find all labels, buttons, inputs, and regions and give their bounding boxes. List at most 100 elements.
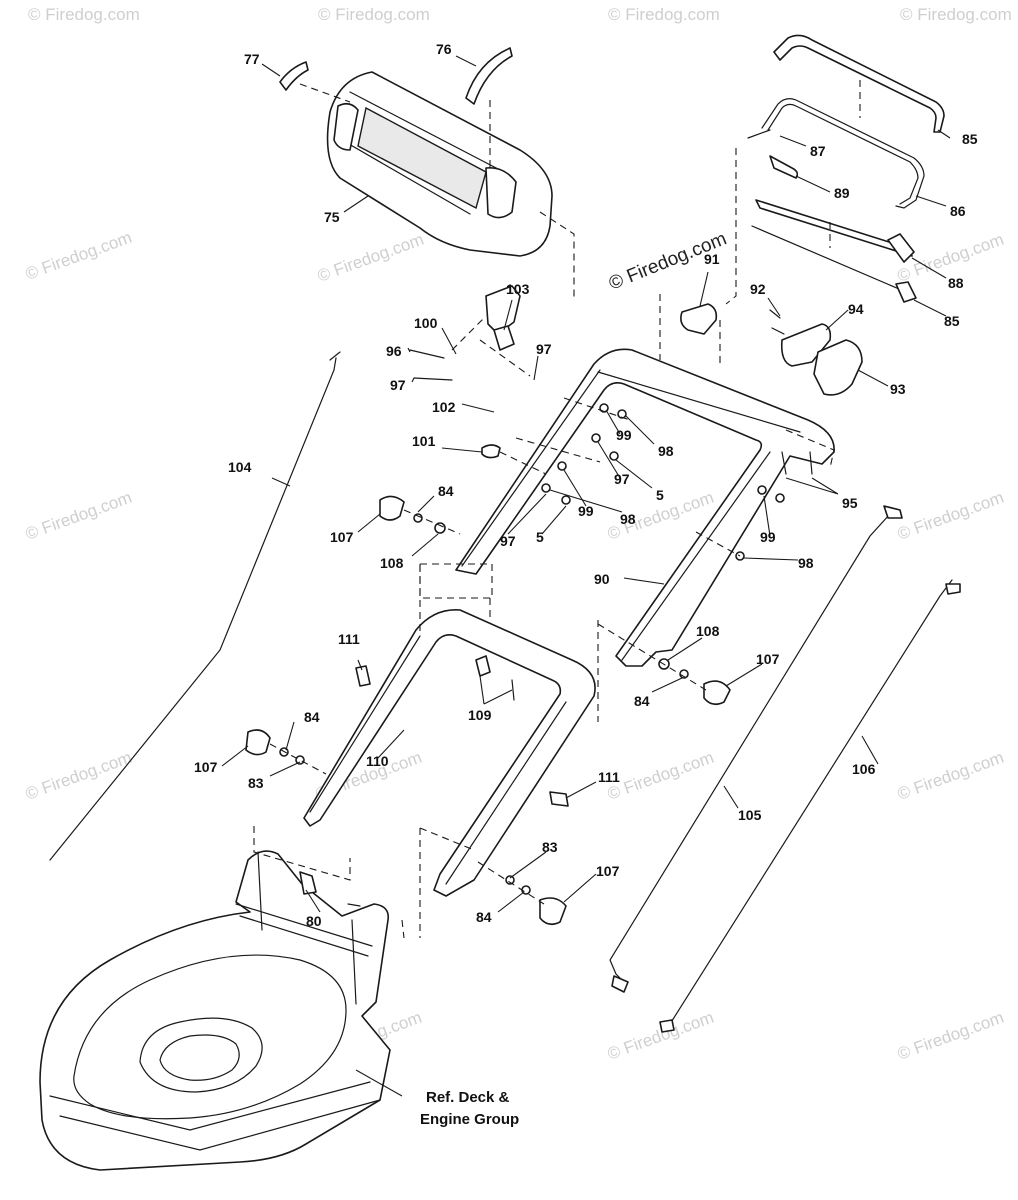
pin-97 (413, 377, 453, 381)
callout-97: 97 (390, 377, 406, 393)
callout-103: 103 (506, 281, 530, 297)
nut-98 (617, 409, 627, 419)
callout-94: 94 (848, 301, 864, 317)
control-cable-104-end (329, 351, 341, 361)
grass-bag-housing-75 (326, 71, 553, 257)
watermark: © Firedog.com (23, 488, 134, 544)
callout-5: 5 (536, 529, 544, 545)
callout-98: 98 (658, 443, 674, 459)
pin-96 (409, 349, 445, 359)
callout-110: 110 (366, 753, 389, 769)
callout-97: 97 (536, 341, 552, 357)
callout-86: 86 (950, 203, 966, 219)
adjuster-111 (549, 791, 569, 807)
clip-76 (465, 47, 513, 105)
callout-83: 83 (542, 839, 558, 855)
callout-80: 80 (306, 913, 322, 929)
bolt-95 (809, 451, 813, 475)
cable-106-end (945, 583, 961, 595)
cable-guide-91 (680, 303, 718, 335)
washer-97 (541, 483, 551, 493)
watermark: © Firedog.com (318, 5, 430, 24)
callout-104: 104 (228, 459, 252, 475)
knob-107 (539, 897, 567, 926)
washer-84 (413, 513, 423, 523)
cable-bar-88 (755, 199, 915, 263)
knob-107 (245, 729, 271, 756)
callout-99: 99 (578, 503, 594, 519)
callout-75: 75 (324, 209, 340, 225)
callout-97: 97 (500, 533, 516, 549)
callout-87: 87 (810, 143, 826, 159)
callout-107: 107 (756, 651, 780, 667)
pin-87 (747, 129, 771, 139)
adjuster-111 (355, 665, 371, 687)
callout-95: 95 (842, 495, 858, 511)
rod-85 (751, 225, 907, 293)
switch-box-93 (813, 339, 863, 396)
cable-106 (669, 579, 953, 1025)
clip-77 (279, 61, 309, 91)
watermark: © Firedog.com (28, 5, 140, 24)
callout-111: 111 (338, 631, 360, 647)
reference-note-line-2: Engine Group (420, 1111, 519, 1128)
callout-92: 92 (750, 281, 766, 297)
reference-note-line-1: Ref. Deck & (426, 1089, 510, 1106)
callout-101: 101 (412, 433, 436, 449)
washer-99 (557, 461, 567, 471)
nut-98 (775, 493, 785, 503)
upper-handle-85 (773, 34, 945, 133)
callout-93: 93 (890, 381, 906, 397)
cable-105 (609, 513, 891, 985)
watermark: © Firedog.com (23, 228, 134, 284)
cable-end-101 (481, 444, 501, 459)
callout-99: 99 (760, 529, 776, 545)
callout-89: 89 (834, 185, 850, 201)
watermark: © Firedog.com (605, 1008, 716, 1064)
callout-97: 97 (614, 471, 630, 487)
washer-97 (591, 433, 601, 443)
callout-106: 106 (852, 761, 876, 777)
nut-5 (609, 451, 619, 461)
callout-96: 96 (386, 343, 402, 359)
watermark: © Firedog.com (895, 488, 1006, 544)
link-89 (769, 155, 799, 179)
callout-77: 77 (244, 51, 260, 67)
callout-85: 85 (962, 131, 978, 147)
callout-102: 102 (432, 399, 456, 415)
watermark: © Firedog.com (895, 1008, 1006, 1064)
watermark: © Firedog.com (605, 748, 716, 804)
washer-99 (757, 485, 767, 495)
callout-76: 76 (436, 41, 452, 57)
callout-5: 5 (656, 487, 664, 503)
callout-107: 107 (330, 529, 354, 545)
callout-108: 108 (696, 623, 720, 639)
washer-108 (434, 522, 446, 534)
callout-105: 105 (738, 807, 762, 823)
knob-107 (379, 495, 405, 521)
cable-bracket-102 (485, 285, 521, 335)
nut-5 (561, 495, 571, 505)
callout-labels: 75 76 77 85 86 87 89 88 85 91 92 94 93 9… (194, 41, 978, 929)
callout-90: 90 (594, 571, 610, 587)
callout-100: 100 (414, 315, 438, 331)
control-bail-86 (761, 98, 925, 209)
control-cable-104 (49, 357, 337, 861)
callout-99: 99 (616, 427, 632, 443)
cable-clip-103 (493, 325, 515, 351)
callout-88: 88 (948, 275, 964, 291)
bolt-80 (299, 871, 317, 895)
callout-84: 84 (634, 693, 650, 709)
watermark: © Firedog.com (900, 5, 1012, 24)
callout-85-lower: 85 (944, 313, 960, 329)
callout-84: 84 (304, 709, 320, 725)
callout-84: 84 (476, 909, 492, 925)
callout-98: 98 (798, 555, 814, 571)
callout-84: 84 (438, 483, 454, 499)
lower-handle-110 (303, 609, 596, 897)
callout-107: 107 (596, 863, 620, 879)
callout-108: 108 (380, 555, 404, 571)
callout-83: 83 (248, 775, 264, 791)
watermark: © Firedog.com (895, 748, 1006, 804)
